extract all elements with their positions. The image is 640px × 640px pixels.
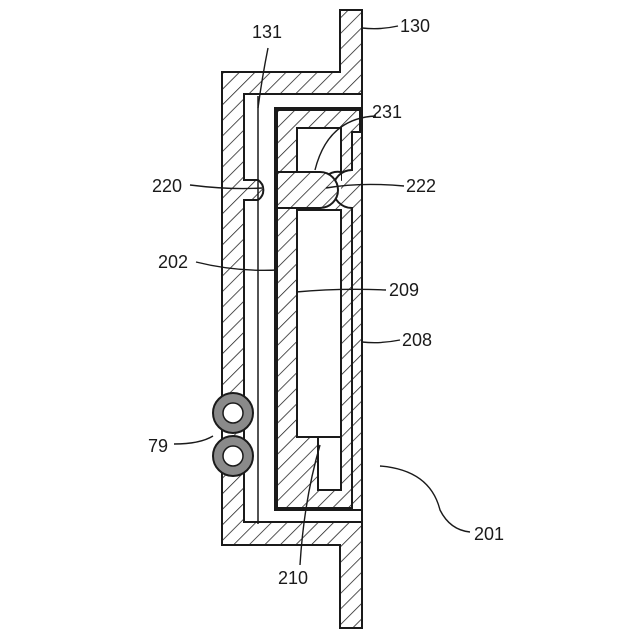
label-209: 209 (389, 280, 419, 300)
roller-bottom-hole (223, 446, 243, 466)
label-220: 220 (152, 176, 182, 196)
leader-79 (174, 436, 213, 444)
leader-208 (362, 340, 400, 343)
label-231: 231 (372, 102, 402, 122)
lower-pocket (318, 437, 341, 490)
roller-top-hole (223, 403, 243, 423)
label-131: 131 (252, 22, 282, 42)
label-208: 208 (402, 330, 432, 350)
leader-130 (362, 26, 398, 29)
label-222: 222 (406, 176, 436, 196)
crossbar-220-222 (277, 172, 338, 208)
leader-201 (380, 466, 470, 532)
label-202: 202 (158, 252, 188, 272)
label-210: 210 (278, 568, 308, 588)
label-79: 79 (148, 436, 168, 456)
label-130: 130 (400, 16, 430, 36)
label-201: 201 (474, 524, 504, 544)
